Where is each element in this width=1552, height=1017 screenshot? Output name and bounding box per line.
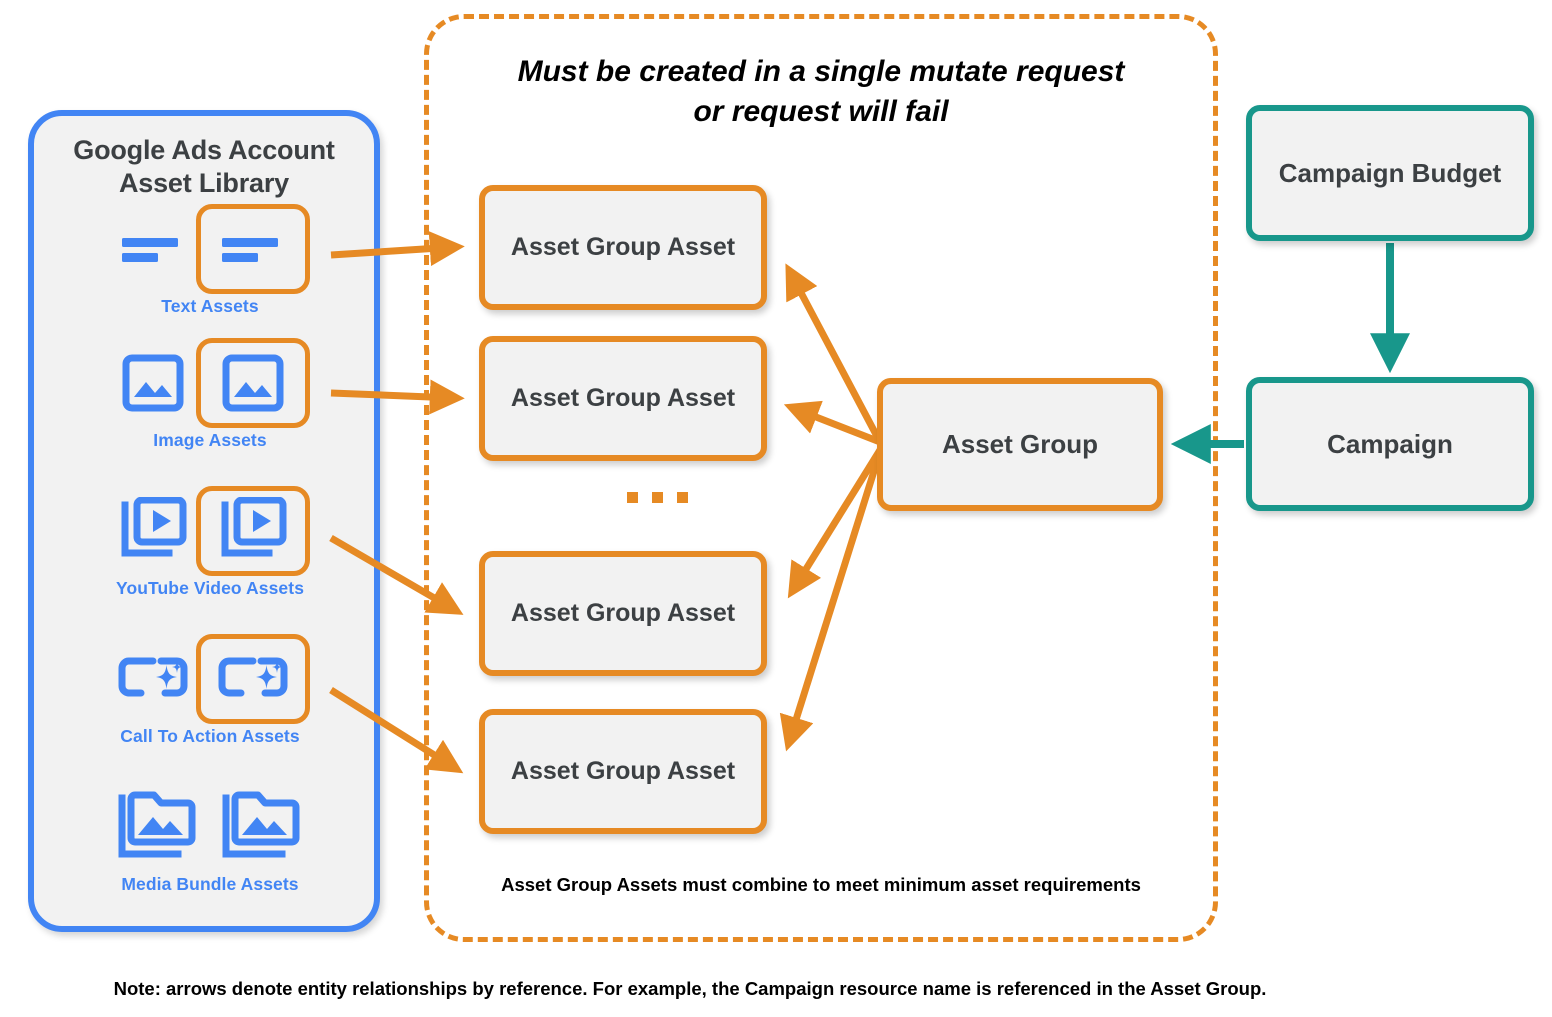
text-lines-icon [110,206,196,292]
media-bundle-icon-pair [34,782,386,872]
diagram-note: Note: arrows denote entity relationships… [113,978,1267,999]
campaign-node[interactable]: Campaign [1246,377,1534,511]
asset-label-cta: Call To Action Assets [120,726,300,746]
video-stack-icon [110,488,196,574]
asset-row-video: YouTube Video Assets [34,486,386,599]
image-icon [110,340,196,426]
text-lines-icon [222,238,278,262]
asset-group-asset-node-4[interactable]: Asset Group Asset [479,709,767,834]
asset-group-asset-node-2[interactable]: Asset Group Asset [479,336,767,461]
cta-assets-icon-pair [34,634,386,724]
asset-group-asset-node-3[interactable]: Asset Group Asset [479,551,767,676]
cta-assets-highlight-box[interactable] [196,634,310,724]
video-assets-highlight-box[interactable] [196,486,310,576]
asset-group-node[interactable]: Asset Group [877,378,1163,511]
text-assets-highlight-box[interactable] [196,204,310,294]
asset-row-image: Image Assets [34,338,386,451]
folder-image-stack-icon [106,784,210,870]
mutate-request-zone [424,14,1218,942]
image-assets-icon-pair [34,338,386,428]
ellipsis-dot-1 [627,492,638,503]
video-assets-icon-pair [34,486,386,576]
ellipsis-dot-2 [652,492,663,503]
asset-library-panel: Google Ads Account Asset Library [28,110,380,932]
text-assets-icon-pair [34,204,386,294]
video-stack-icon [221,497,287,557]
asset-library-title-line2: Asset Library [119,167,289,198]
ellipsis-indicator [627,492,688,503]
asset-row-cta: Call To Action Assets [34,634,386,747]
call-to-action-sparkle-icon [218,657,288,697]
ellipsis-dot-3 [677,492,688,503]
asset-label-text: Text Assets [161,296,259,316]
asset-library-title-line1: Google Ads Account [73,135,335,165]
mutate-zone-footnote: Asset Group Assets must combine to meet … [501,874,1141,895]
image-icon [222,354,284,412]
mutate-zone-title-line2: or request will fail [693,94,949,128]
asset-label-image: Image Assets [153,430,267,450]
asset-library-title: Google Ads Account Asset Library [34,134,374,200]
asset-label-video: YouTube Video Assets [115,578,305,598]
folder-image-stack-icon-2 [210,784,314,870]
call-to-action-sparkle-icon [110,636,196,722]
campaign-budget-node[interactable]: Campaign Budget [1246,105,1534,241]
asset-row-media-bundle: Media Bundle Assets [34,782,386,895]
image-assets-highlight-box[interactable] [196,338,310,428]
mutate-zone-title-line1: Must be created in a single mutate reque… [517,55,1125,88]
asset-row-text: Text Assets [34,204,386,317]
mutate-zone-title: Must be created in a single mutate reque… [448,52,1194,132]
asset-group-asset-node-1[interactable]: Asset Group Asset [479,185,767,310]
asset-label-media-bundle: Media Bundle Assets [121,874,299,894]
